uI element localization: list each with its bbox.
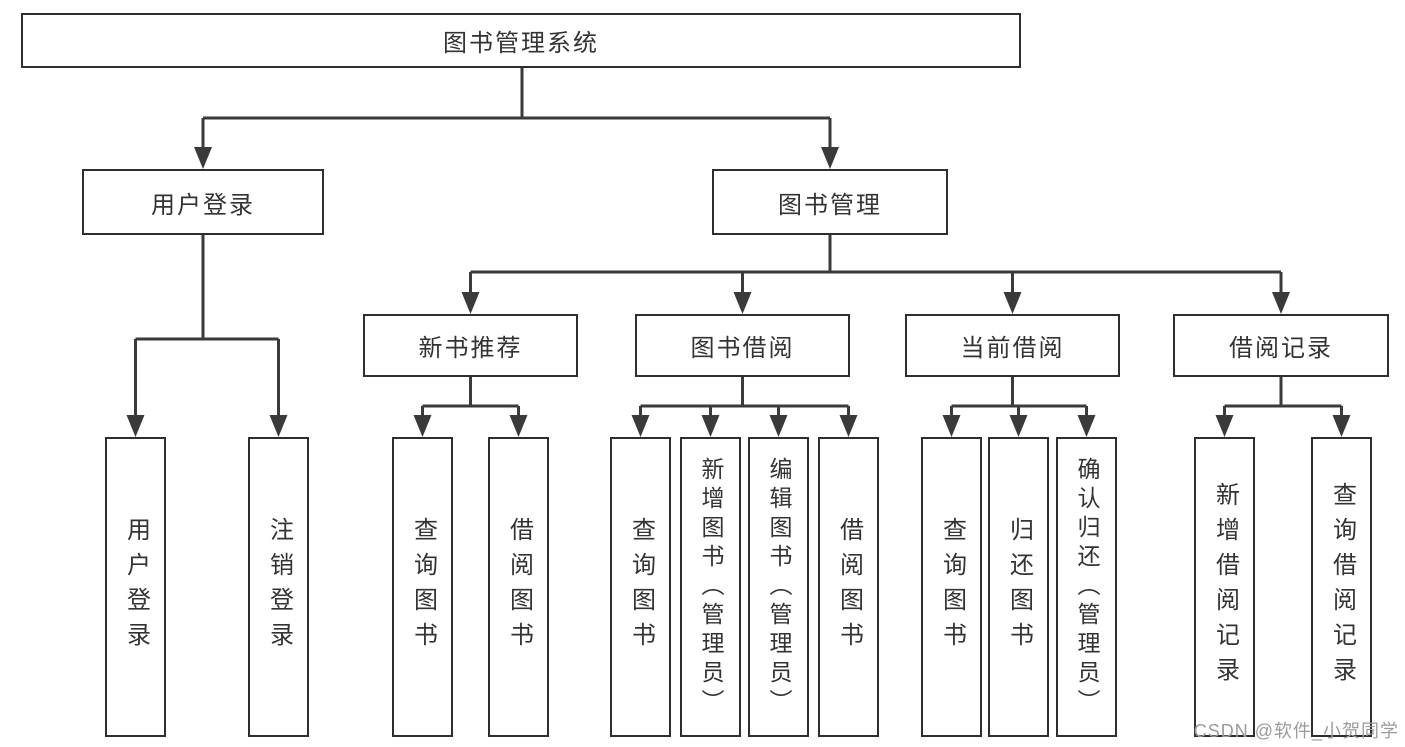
node-book-management: 图书管理 [712, 169, 948, 235]
node-label: 用户登录 [122, 517, 150, 657]
arrow-down-icon [821, 147, 839, 169]
node-user-login: 用户登录 [82, 169, 324, 235]
leaf-borrow-books: 借阅图书 [818, 437, 879, 737]
arrow-down-icon [942, 415, 961, 437]
connector-borrow-record-children [1223, 377, 1343, 428]
node-label: 图书管理系统 [443, 30, 599, 57]
leaf-add-borrow-record: 新增借阅记录 [1194, 437, 1255, 737]
node-new-book-recommendation: 新书推荐 [363, 314, 578, 377]
node-label: 归还图书 [1005, 517, 1033, 657]
arrow-down-icon [1332, 415, 1351, 437]
leaf-query-books: 查询图书 [921, 437, 982, 737]
arrow-down-icon [126, 415, 145, 437]
leaf-query-books: 查询图书 [610, 437, 671, 737]
connector-root-to-level2 [201, 68, 832, 160]
leaf-return-books: 归还图书 [988, 437, 1049, 737]
leaf-query-books: 查询图书 [392, 437, 453, 737]
arrow-down-icon [413, 415, 432, 437]
leaf-edit-books-admin: 编辑图书（管理员） [748, 437, 809, 737]
leaf-user-login: 用户登录 [105, 437, 166, 737]
node-label: 当前借阅 [960, 335, 1065, 362]
leaf-logout: 注销登录 [248, 437, 309, 737]
node-label: 用户登录 [151, 191, 255, 219]
connector-new-book-children [421, 377, 520, 428]
arrow-down-icon [461, 292, 480, 314]
node-label: 查询图书 [627, 517, 655, 657]
connector-user-login-children [134, 235, 280, 428]
arrowheads [126, 147, 1351, 437]
connector-book-management-children [469, 235, 1283, 306]
node-book-borrowing: 图书借阅 [635, 314, 850, 377]
arrow-down-icon [1009, 415, 1028, 437]
arrow-down-icon [269, 415, 288, 437]
node-current-borrowing: 当前借阅 [905, 314, 1120, 377]
node-label: 新增借阅记录 [1211, 482, 1239, 692]
arrow-down-icon [1077, 415, 1096, 437]
node-label: 图书借阅 [690, 335, 795, 362]
watermark: CSDN @软件_小贺同学 [1193, 721, 1399, 741]
leaf-add-books-admin: 新增图书（管理员） [680, 437, 741, 737]
node-label: 编辑图书（管理员） [766, 456, 792, 718]
node-label: 借阅图书 [505, 517, 533, 657]
arrow-down-icon [701, 415, 720, 437]
arrow-down-icon [631, 415, 650, 437]
arrow-down-icon [1215, 415, 1234, 437]
node-label: 确认归还（管理员） [1074, 456, 1100, 718]
arrow-down-icon [769, 415, 788, 437]
node-label: 图书管理 [778, 191, 882, 219]
leaf-borrow-books: 借阅图书 [488, 437, 549, 737]
arrow-down-icon [839, 415, 858, 437]
arrow-down-icon [509, 415, 528, 437]
leaf-query-borrow-record: 查询借阅记录 [1311, 437, 1372, 737]
node-borrowing-records: 借阅记录 [1173, 314, 1389, 377]
arrow-down-icon [194, 147, 212, 169]
arrow-down-icon [1272, 292, 1290, 314]
connector-book-borrow-children [639, 377, 850, 428]
arrow-down-icon [1003, 292, 1022, 314]
arrow-down-icon [733, 292, 752, 314]
node-label: 新增图书（管理员） [698, 456, 724, 718]
node-label: 借阅记录 [1229, 335, 1333, 362]
leaf-confirm-return-admin: 确认归还（管理员） [1056, 437, 1117, 737]
node-label: 新书推荐 [418, 335, 523, 362]
node-label: 查询图书 [938, 517, 966, 657]
node-label: 查询图书 [409, 517, 437, 657]
node-label: 借阅图书 [835, 517, 863, 657]
node-label: 注销登录 [265, 517, 293, 657]
node-label: 查询借阅记录 [1328, 482, 1356, 692]
node-library-management-system: 图书管理系统 [21, 13, 1021, 68]
